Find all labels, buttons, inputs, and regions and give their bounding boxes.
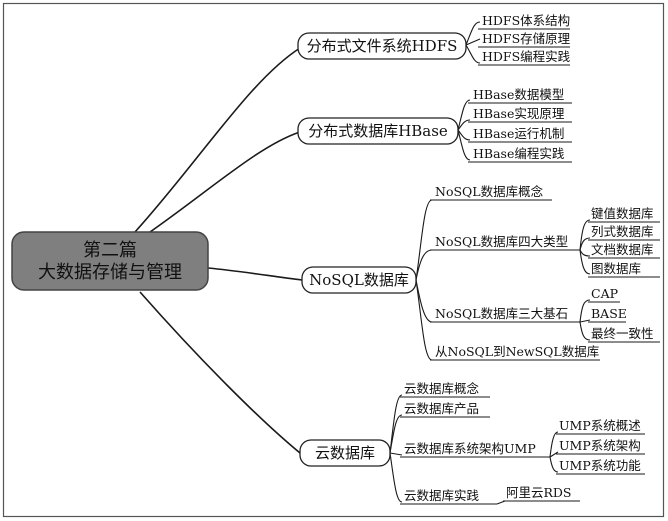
leaf-ump-architecture: UMP系统架构 xyxy=(559,438,641,453)
branch-label: 云数据库 xyxy=(315,444,375,462)
leaf-ump-functions: UMP系统功能 xyxy=(559,458,641,473)
leaf-nosql-to-newsql: 从NoSQL到NewSQL数据库 xyxy=(435,344,599,359)
leaf-nosql-concept: NoSQL数据库概念 xyxy=(435,184,544,199)
branch-label: 分布式文件系统HDFS xyxy=(307,37,458,55)
branch-hdfs: 分布式文件系统HDFS xyxy=(297,32,467,60)
leaf-hdfs-architecture: HDFS体系结构 xyxy=(482,13,570,28)
leaf-hdfs-programming: HDFS编程实践 xyxy=(482,49,571,64)
leaf-hbase-implementation: HBase实现原理 xyxy=(473,106,565,121)
leaf-cap: CAP xyxy=(591,286,618,301)
leaf-graph-db: 图数据库 xyxy=(591,261,641,276)
root-connectors xyxy=(134,47,303,454)
branch-cloud-db: 云数据库 xyxy=(299,439,391,467)
branch-box xyxy=(299,439,391,467)
leaf-hbase-mechanism: HBase运行机制 xyxy=(473,126,564,141)
branch-box xyxy=(297,32,467,60)
root-title-line2: 大数据存储与管理 xyxy=(38,262,182,283)
leaf-document-db: 文档数据库 xyxy=(591,242,654,257)
root-title-line1: 第二篇 xyxy=(83,240,137,261)
leaf-hdfs-storage: HDFS存储原理 xyxy=(482,31,571,46)
leaf-cloud-concept: 云数据库概念 xyxy=(404,381,480,396)
leaf-key-value-db: 键值数据库 xyxy=(591,206,654,221)
node-cloud-practice: 云数据库实践 xyxy=(404,488,480,503)
leaf-cloud-products: 云数据库产品 xyxy=(404,401,479,416)
branch-label: 分布式数据库HBase xyxy=(308,122,448,140)
branch-nosql: NoSQL数据库 xyxy=(301,266,417,294)
root-box xyxy=(11,231,209,291)
leaf-base: BASE xyxy=(591,306,627,321)
leaf-hbase-data-model: HBase数据模型 xyxy=(473,87,564,102)
leaf-column-db: 列式数据库 xyxy=(591,224,654,239)
leaf-eventual-consistency: 最终一致性 xyxy=(591,326,654,341)
branch-hbase: 分布式数据库HBase xyxy=(297,117,459,145)
leaf-hbase-programming: HBase编程实践 xyxy=(473,146,565,161)
node-cloud-ump-architecture: 云数据库系统架构UMP xyxy=(404,441,536,456)
branch-box xyxy=(297,117,459,145)
branch-box xyxy=(301,266,417,294)
sub-connectors xyxy=(389,21,660,505)
node-nosql-three-cornerstones: NoSQL数据库三大基石 xyxy=(435,306,568,321)
leaf-aliyun-rds: 阿里云RDS xyxy=(506,485,572,500)
branch-label: NoSQL数据库 xyxy=(309,271,409,289)
node-nosql-four-types: NoSQL数据库四大类型 xyxy=(435,234,568,249)
root-node: 第二篇 大数据存储与管理 xyxy=(11,231,209,291)
leaf-ump-overview: UMP系统概述 xyxy=(559,418,641,433)
